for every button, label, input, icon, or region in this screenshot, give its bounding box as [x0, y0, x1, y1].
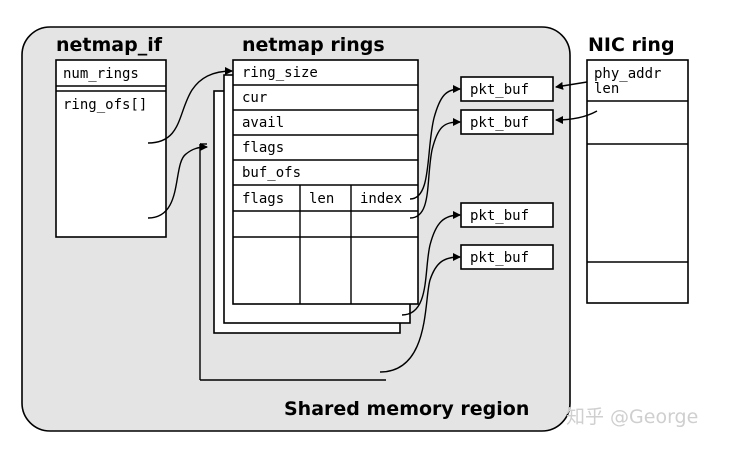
flags-field: flags — [242, 140, 284, 156]
slot-flags-column: flags — [242, 191, 284, 207]
ring-ofs-field: ring_ofs[] — [63, 97, 147, 113]
index-to-pkt-buf-2-arrow — [409, 118, 461, 219]
netmap-ring-box — [232, 59, 419, 305]
pkt-buf-1: pkt_buf — [470, 82, 529, 98]
phy-addr-field: phy_addr — [594, 66, 661, 82]
cur-field: cur — [242, 90, 267, 106]
slot-len-column: len — [309, 191, 334, 207]
num-rings-field: num_rings — [63, 66, 139, 82]
pkt-buf-2: pkt_buf — [470, 115, 529, 131]
ring-ofs-arrow-2 — [147, 143, 208, 219]
nic-ring-box — [586, 59, 689, 304]
ring2-to-pkt-buf-3-arrow — [401, 211, 461, 316]
watermark: 知乎 @George — [566, 406, 698, 428]
pkt-buf-boxes — [460, 76, 554, 270]
buf-ofs-field: buf_ofs — [242, 165, 301, 181]
index-to-pkt-buf-1-arrow — [409, 85, 461, 200]
nic-len-field: len — [594, 81, 619, 97]
pkt-buf-4: pkt_buf — [470, 250, 529, 266]
nic-ring-title: NIC ring — [588, 34, 675, 56]
pkt-buf-3: pkt_buf — [470, 208, 529, 224]
nic-to-pkt-buf-2-arrow — [555, 110, 598, 124]
slot-index-column: index — [360, 191, 402, 207]
netmap-rings-title: netmap rings — [242, 34, 385, 56]
shared-memory-label: Shared memory region — [284, 398, 529, 420]
netmap-if-box — [55, 59, 167, 238]
nic-to-pkt-buf-1-arrow — [555, 81, 588, 90]
ring-size-field: ring_size — [242, 65, 318, 81]
netmap-if-title: netmap_if — [56, 34, 163, 56]
ring-ofs-arrow-1 — [147, 67, 233, 144]
ring3-to-pkt-buf-4-arrow — [379, 253, 461, 373]
avail-field: avail — [242, 115, 284, 131]
